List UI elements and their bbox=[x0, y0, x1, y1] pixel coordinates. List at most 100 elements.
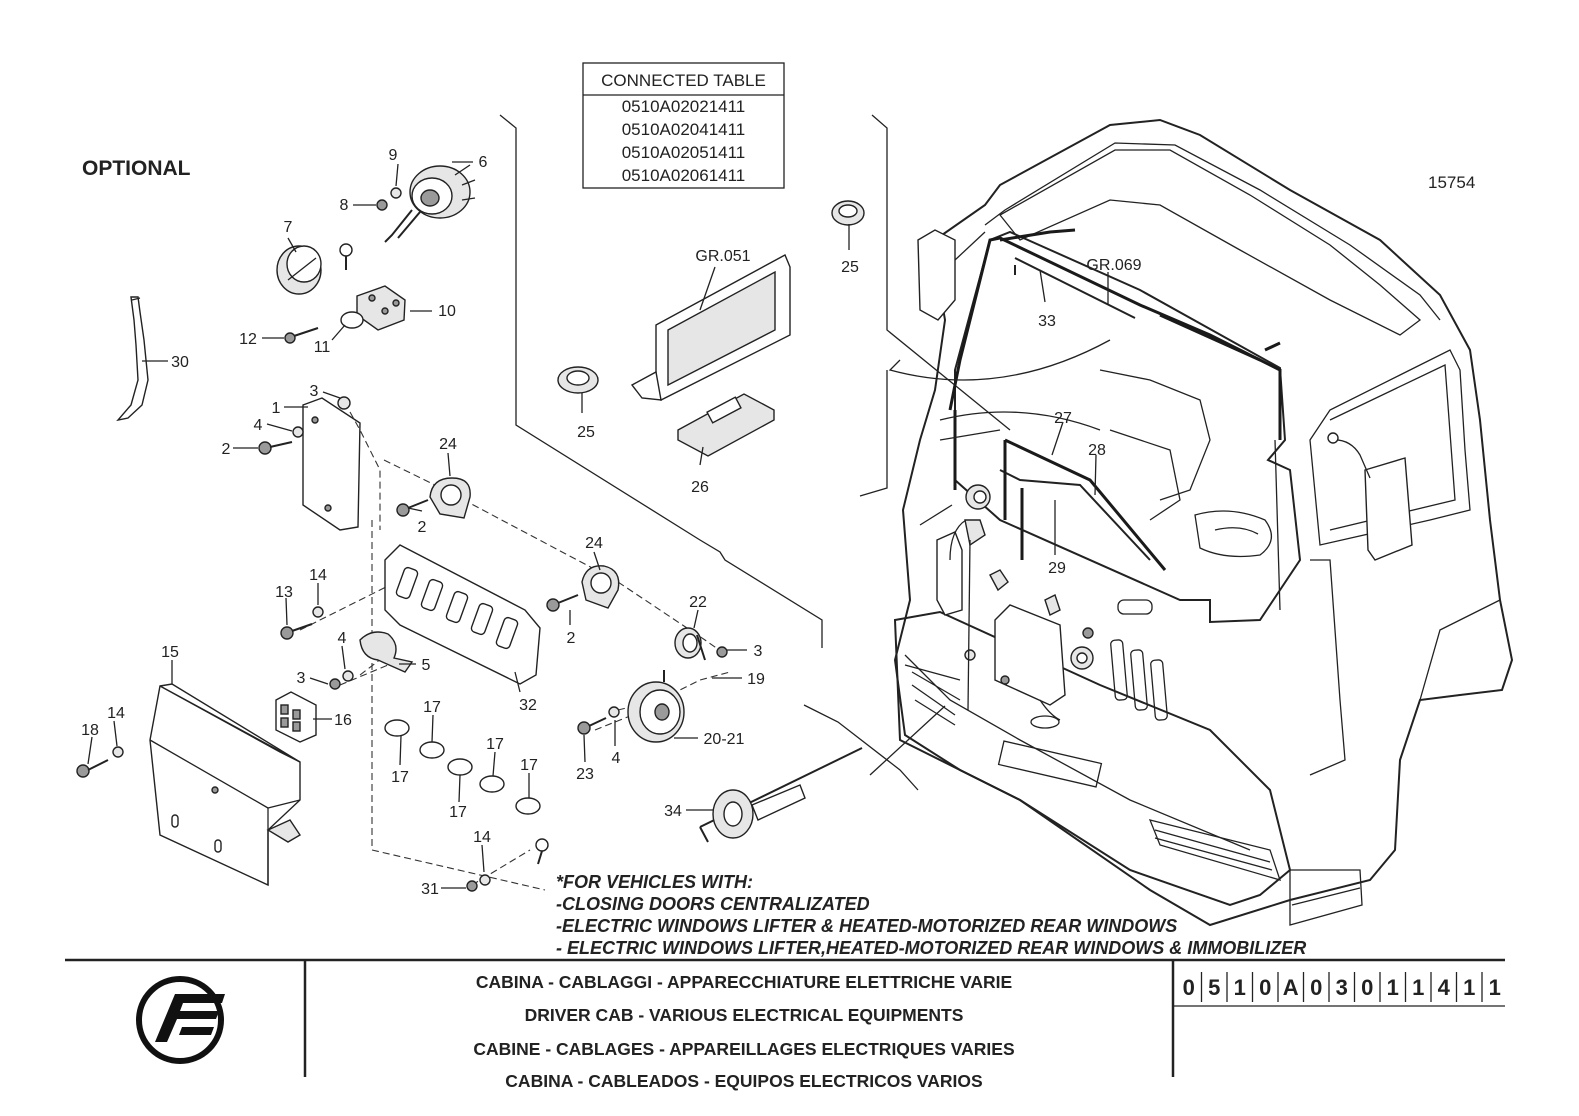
callout-3: 3 bbox=[297, 670, 306, 687]
callout-leaders bbox=[87, 161, 850, 889]
ring-part-17c bbox=[447, 758, 473, 776]
flange-part-10 bbox=[356, 285, 406, 331]
note-line: -ELECTRIC WINDOWS LIFTER & HEATED-MOTORI… bbox=[556, 916, 1177, 936]
code-character: 1 bbox=[1412, 975, 1424, 1000]
nut-part-31 bbox=[466, 880, 478, 892]
callout-24: 24 bbox=[439, 436, 457, 453]
callout-23: 23 bbox=[576, 766, 594, 783]
callout-11: 11 bbox=[314, 339, 331, 356]
screw-part-12 bbox=[284, 327, 319, 344]
callout-22: 22 bbox=[689, 594, 707, 611]
callout-15: 15 bbox=[161, 644, 179, 661]
callout-28: 28 bbox=[1088, 442, 1106, 459]
relay-part-16 bbox=[275, 691, 317, 743]
vehicle-note: *FOR VEHICLES WITH: -CLOSING DOORS CENTR… bbox=[556, 872, 1306, 958]
callout-4: 4 bbox=[254, 417, 263, 434]
callout-17: 17 bbox=[391, 769, 409, 786]
callout-16: 16 bbox=[334, 712, 352, 729]
clamp-part-24a bbox=[429, 477, 471, 519]
code-character: 0 bbox=[1183, 975, 1195, 1000]
code-character: 1 bbox=[1463, 975, 1475, 1000]
washer-part-14b bbox=[112, 746, 124, 758]
gr051-label: GR.051 bbox=[695, 248, 750, 265]
callout-14: 14 bbox=[473, 829, 491, 846]
connected-table-row: 0510A02021411 bbox=[622, 97, 746, 116]
callout-8: 8 bbox=[340, 197, 349, 214]
code-character: 4 bbox=[1438, 975, 1451, 1000]
ring-part-17d bbox=[479, 775, 505, 793]
callout-33: 33 bbox=[1038, 313, 1056, 330]
ecu-box-part-15 bbox=[149, 683, 301, 887]
callout-20-21: 20-21 bbox=[704, 731, 745, 748]
callout-29: 29 bbox=[1048, 560, 1066, 577]
screw-part-2a bbox=[258, 441, 293, 455]
callout-32: 32 bbox=[519, 697, 537, 714]
nut-part-8 bbox=[376, 199, 388, 211]
ring-part-17a bbox=[384, 719, 410, 737]
nut-part-3c bbox=[716, 646, 728, 658]
code-character: 0 bbox=[1259, 975, 1271, 1000]
title-it: CABINA - CABLAGGI - APPARECCHIATURE ELET… bbox=[476, 972, 1012, 992]
washer-part-14a bbox=[312, 606, 324, 618]
callout-4: 4 bbox=[612, 750, 621, 767]
callout-9: 9 bbox=[389, 147, 398, 164]
connected-table-row: 0510A02041411 bbox=[622, 120, 746, 139]
center-parts-group bbox=[557, 200, 865, 457]
grommet-part-22 bbox=[674, 627, 706, 661]
title-block: CABINA - CABLAGGI - APPARECCHIATURE ELET… bbox=[65, 958, 1505, 1091]
callout-19: 19 bbox=[747, 671, 765, 688]
screw-part-18 bbox=[76, 759, 109, 778]
washer-part-4b bbox=[342, 670, 354, 682]
callout-17: 17 bbox=[449, 804, 467, 821]
code-character: 0 bbox=[1310, 975, 1322, 1000]
washer-part-4 bbox=[292, 426, 304, 438]
grommet-part-25a bbox=[557, 366, 599, 394]
callout-26: 26 bbox=[691, 479, 709, 496]
code-character: A bbox=[1283, 975, 1299, 1000]
horn-part-20-21 bbox=[627, 670, 685, 743]
callout-31: 31 bbox=[421, 881, 439, 898]
callout-10: 10 bbox=[438, 303, 456, 320]
code-character: 1 bbox=[1234, 975, 1246, 1000]
cab-mounted-components bbox=[936, 484, 1094, 729]
knob-part-7 bbox=[276, 245, 322, 295]
callout-25: 25 bbox=[577, 424, 595, 441]
callout-17: 17 bbox=[520, 757, 538, 774]
frame-part-gr051 bbox=[630, 254, 791, 401]
nut-part-3 bbox=[337, 396, 351, 410]
holder-part-26 bbox=[677, 393, 775, 457]
callout-6: 6 bbox=[479, 154, 488, 171]
callout-17: 17 bbox=[423, 699, 441, 716]
callout-numbers: 9 8 6 7 10 11 12 30 3 1 4 2 24 2 32 13 1… bbox=[81, 147, 1142, 898]
callout-12: 12 bbox=[239, 331, 257, 348]
panel-part-32 bbox=[384, 544, 541, 685]
wiring-harness-gr069 bbox=[948, 228, 1282, 571]
callout-2: 2 bbox=[567, 630, 576, 647]
callout-14: 14 bbox=[107, 705, 125, 722]
pin-part-b bbox=[535, 838, 549, 865]
manufacturer-logo-icon bbox=[136, 976, 225, 1064]
connected-table-header: CONNECTED TABLE bbox=[601, 71, 766, 90]
callout-17: 17 bbox=[486, 736, 504, 753]
callout-2: 2 bbox=[222, 441, 231, 458]
pin-part bbox=[339, 243, 353, 270]
cable-tie-part-30 bbox=[116, 296, 149, 422]
grommet-part-25b bbox=[831, 200, 865, 226]
screw-part-2b bbox=[396, 499, 429, 517]
callout-34: 34 bbox=[664, 803, 682, 820]
bracket-part-5 bbox=[359, 631, 414, 673]
ring-part-17e bbox=[515, 797, 541, 815]
callout-5: 5 bbox=[422, 657, 431, 674]
title-es: CABINA - CABLEADOS - EQUIPOS ELECTRICOS … bbox=[505, 1071, 982, 1091]
connected-table-row: 0510A02061411 bbox=[622, 166, 746, 185]
connected-table-row: 0510A02051411 bbox=[622, 143, 746, 162]
drawing-number: 15754 bbox=[1428, 173, 1475, 192]
note-line: - ELECTRIC WINDOWS LIFTER,HEATED-MOTORIZ… bbox=[556, 938, 1306, 958]
ring-part-17b bbox=[419, 741, 445, 759]
code-character: 3 bbox=[1336, 975, 1348, 1000]
note-line: *FOR VEHICLES WITH: bbox=[556, 872, 753, 892]
callout-25: 25 bbox=[841, 259, 859, 276]
connected-table: CONNECTED TABLE 0510A02021411 0510A02041… bbox=[582, 62, 785, 189]
